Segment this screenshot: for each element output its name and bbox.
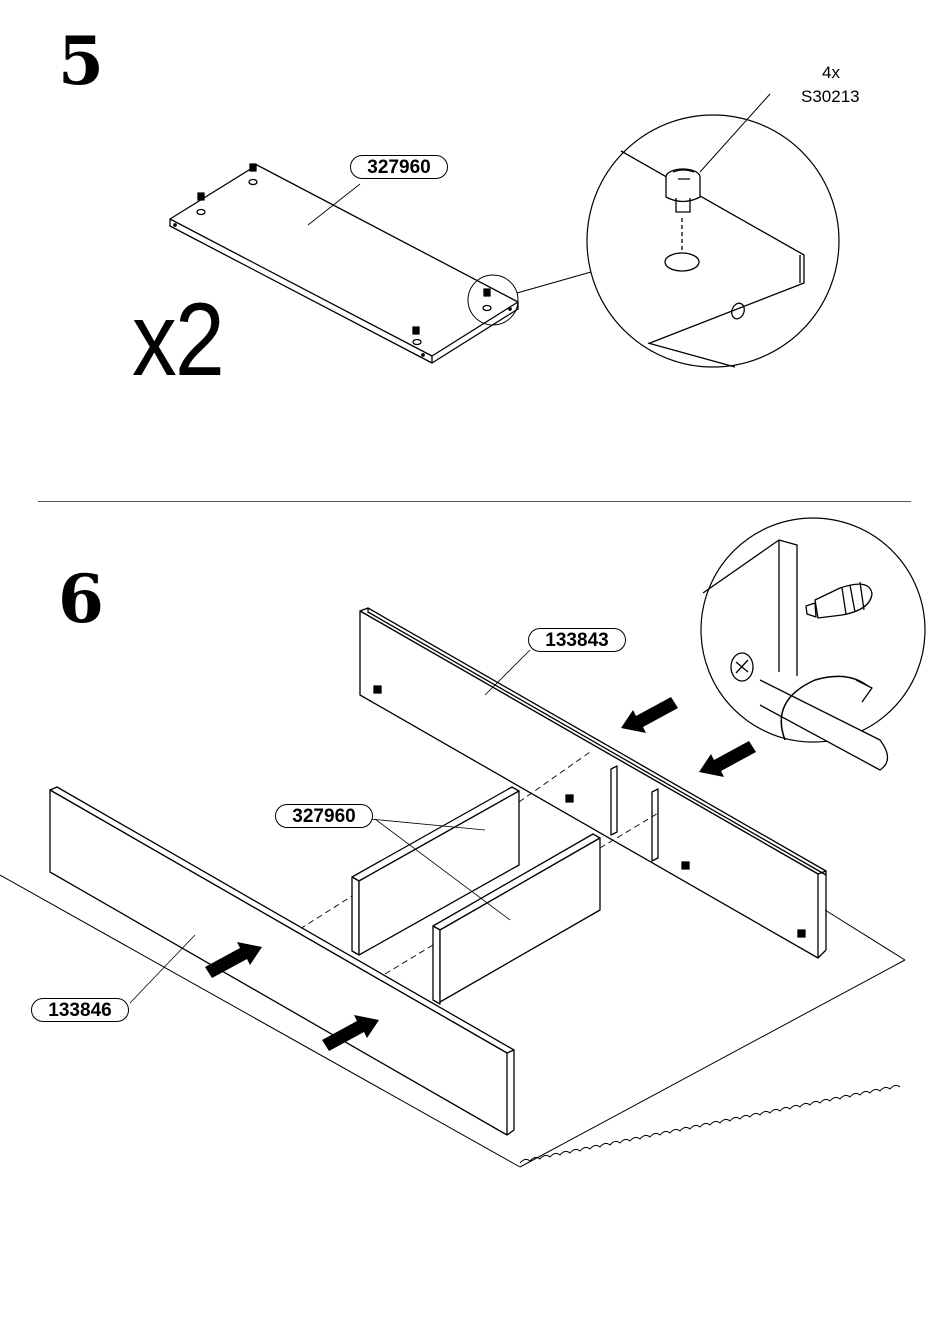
- part-label-divider-panels: 327960: [275, 804, 373, 828]
- part-label-front-panel: 133846: [31, 998, 129, 1022]
- zoom-board: [703, 540, 797, 676]
- part-label-back-panel: 133843: [528, 628, 626, 652]
